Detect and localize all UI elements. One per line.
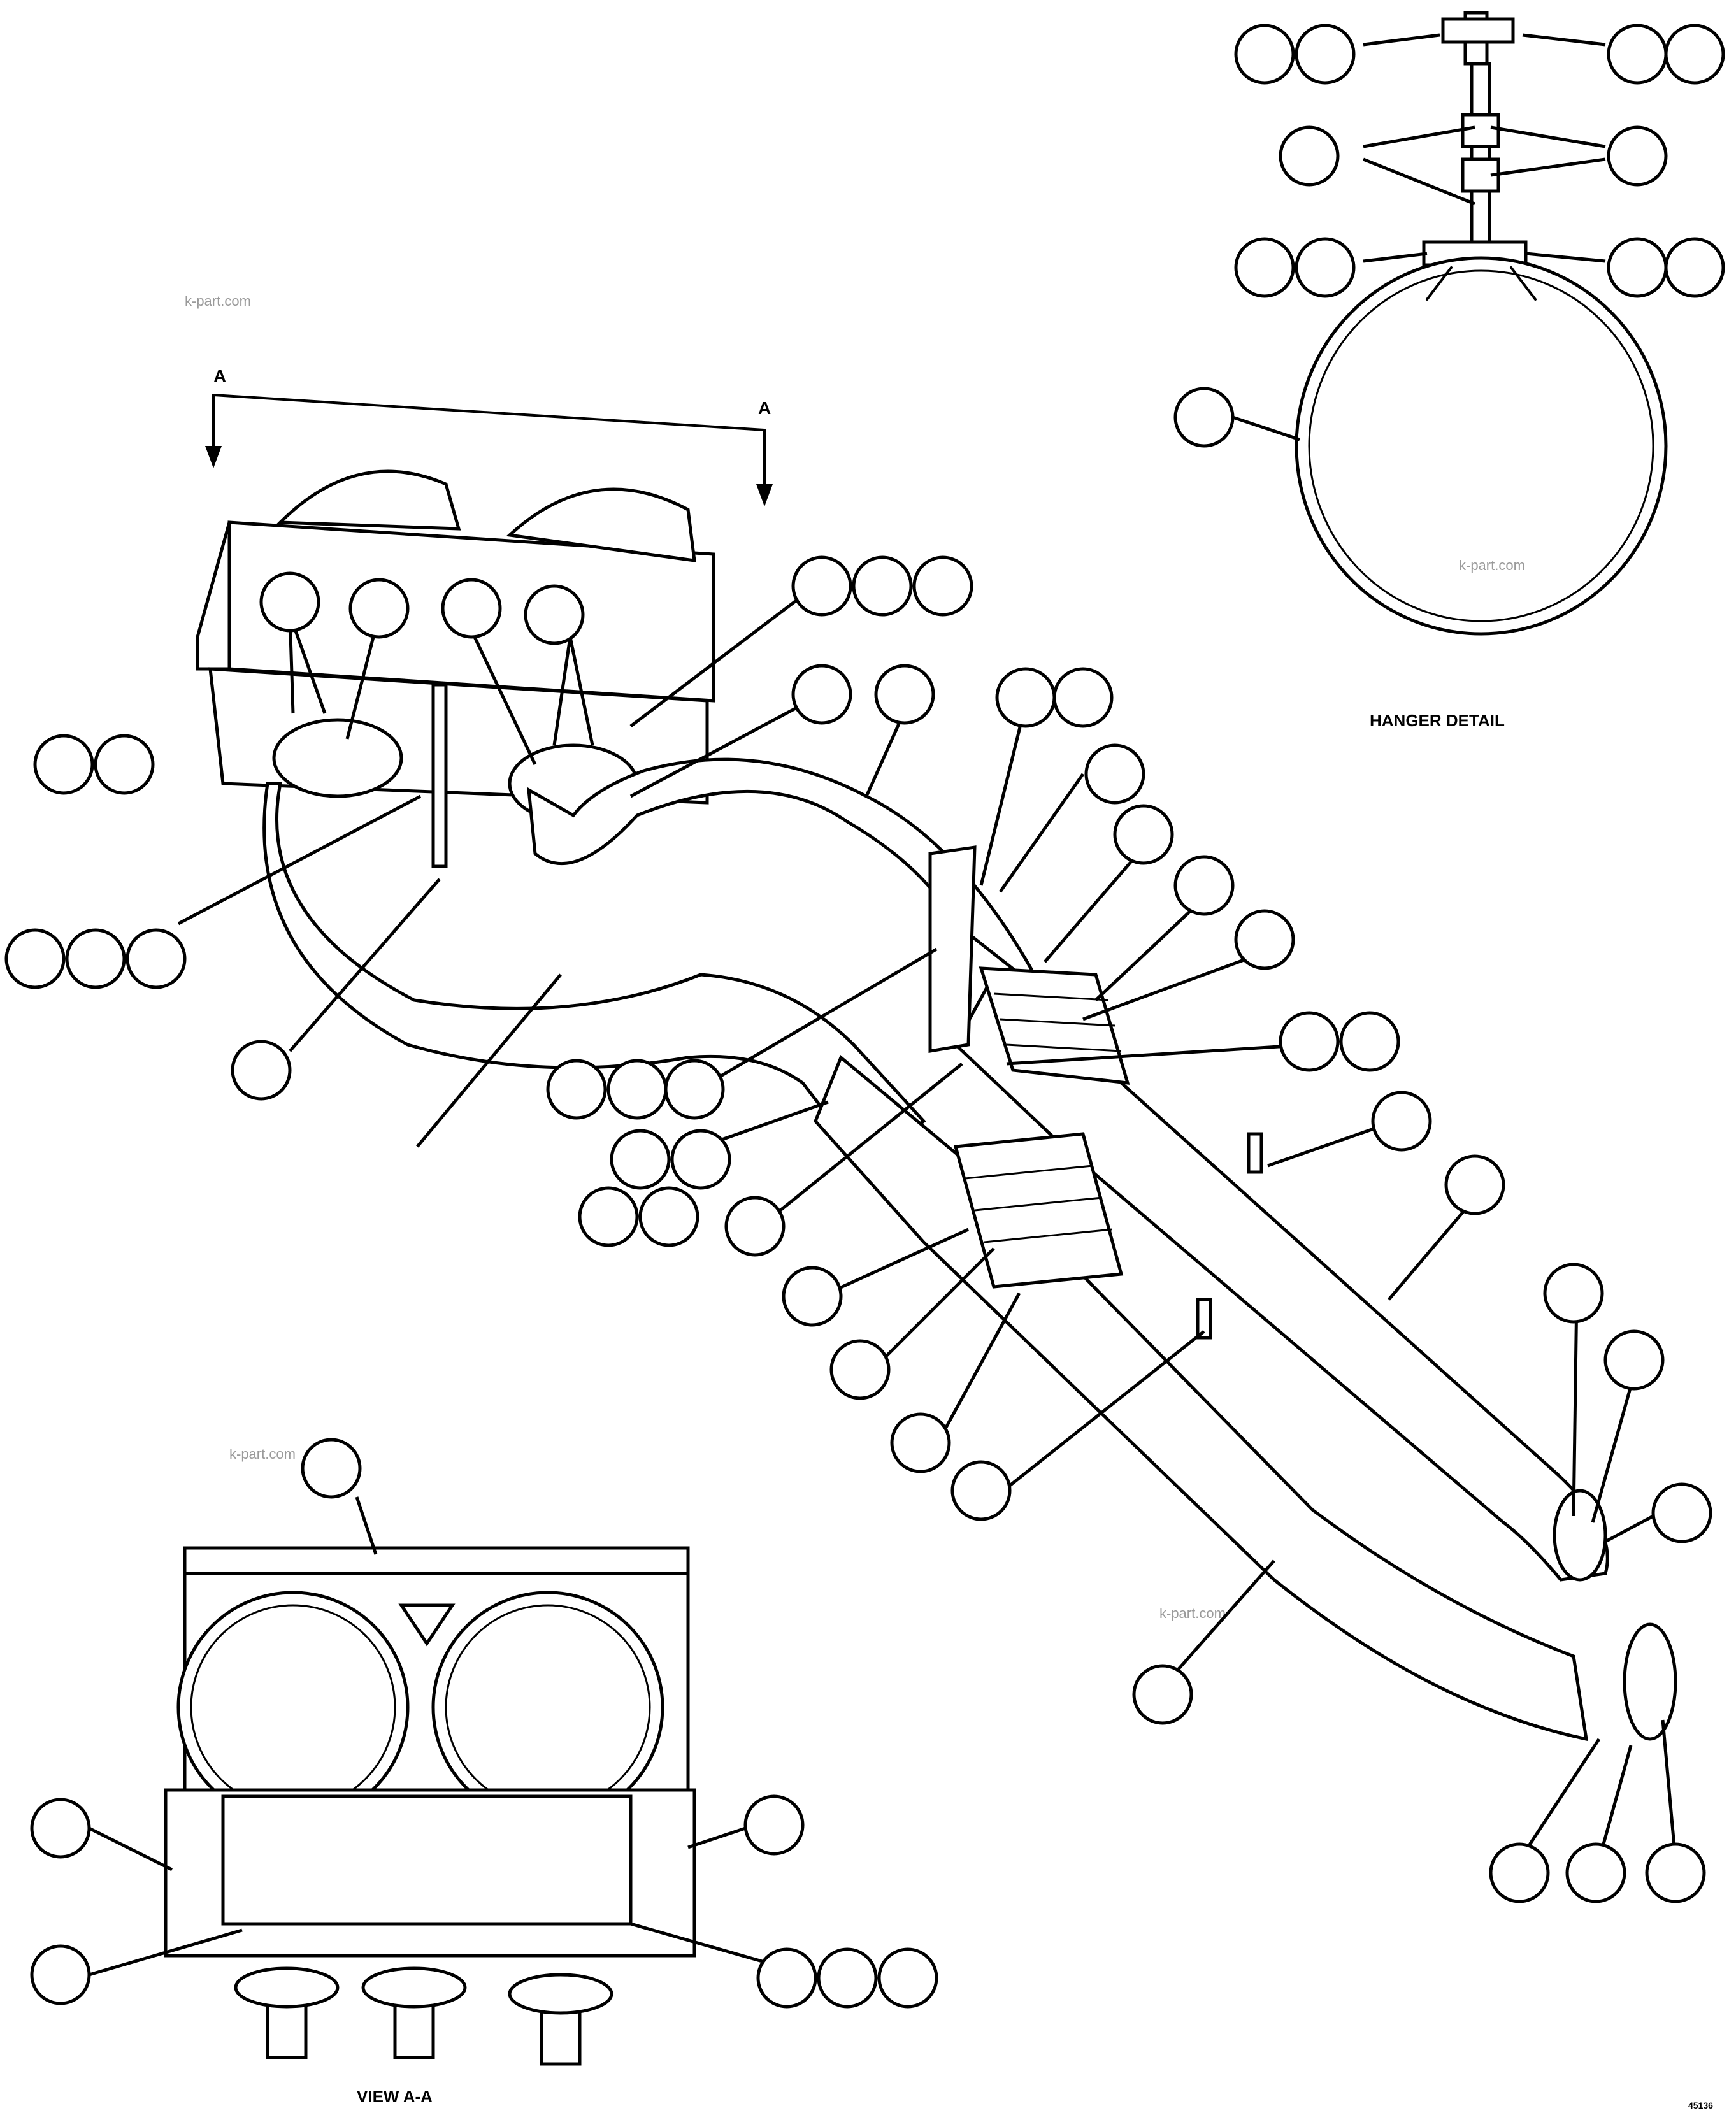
callout-bubble (724, 1196, 786, 1257)
callout-bubble (1565, 1842, 1626, 1903)
callout-bubble (65, 928, 126, 989)
outlet-fitting-lower (1623, 1622, 1677, 1741)
callout-bubble (1607, 24, 1668, 85)
drawing-number: 45136 (1688, 2100, 1713, 2110)
watermark: k-part.com (185, 293, 251, 309)
flex-bellows-upper (979, 966, 1130, 1085)
callout-bubble (259, 571, 320, 633)
callout-bubble (995, 667, 1056, 728)
callout-bubble (791, 555, 852, 617)
hanger-top-bolt (1441, 17, 1515, 44)
callout-bubble (670, 1129, 731, 1190)
view-aa-shield (221, 1794, 633, 1926)
view-aa: k-part.com VIEW A-A (88, 1446, 765, 2106)
section-marker-left: A (213, 366, 226, 386)
callout-bubble (441, 578, 502, 639)
callout-bubble (30, 1798, 91, 1859)
callout-bubble (852, 555, 913, 617)
callout-bubble (1295, 237, 1356, 298)
callout-bubble (33, 734, 94, 795)
callout-bubble (890, 1412, 951, 1473)
callout-bubble (578, 1186, 639, 1247)
hanger-clamp-lower (1196, 1298, 1212, 1340)
callout-bubble (1607, 237, 1668, 298)
callout-bubbles (4, 24, 1725, 2009)
callout-bubble (782, 1266, 843, 1327)
view-aa-label: VIEW A-A (357, 2087, 433, 2106)
view-aa-canister-right (431, 1591, 664, 1824)
callout-bubble (231, 1040, 292, 1101)
callout-bubble (791, 664, 852, 725)
aftertreatment-box-side (196, 522, 231, 671)
section-marker: A A (205, 366, 773, 506)
callout-bubble (664, 1059, 725, 1120)
callout-bubble (1173, 387, 1235, 448)
callout-bubble (638, 1186, 699, 1247)
callout-bubble (1113, 804, 1174, 865)
view-aa-canister-left (176, 1591, 410, 1824)
callout-bubble (1664, 237, 1725, 298)
callout-bubble (1607, 125, 1668, 187)
callout-bubble (1234, 24, 1295, 85)
callout-bubble (1339, 1011, 1400, 1072)
callout-bubble (1084, 743, 1145, 805)
callout-bubble (829, 1339, 891, 1400)
hanger-clamp-upper (1247, 1132, 1263, 1174)
callout-bubble (1234, 909, 1295, 970)
callout-bubble (30, 1944, 91, 2005)
callout-bubble (874, 664, 935, 725)
callout-bubble (4, 928, 66, 989)
callout-bubble (94, 734, 155, 795)
section-marker-right: A (758, 398, 771, 418)
support-rod (431, 683, 448, 868)
callout-bubble (950, 1460, 1012, 1521)
callout-bubble (1279, 1011, 1340, 1072)
canister-left-top (276, 469, 461, 531)
callout-bubble (1295, 24, 1356, 85)
callout-bubble (546, 1059, 607, 1120)
hanger-strap (1295, 256, 1668, 636)
watermark: k-part.com (1159, 1605, 1226, 1621)
callout-bubble (1173, 855, 1235, 916)
callout-bubble (1651, 1482, 1712, 1543)
callout-bubble (524, 584, 585, 645)
callout-bubble (817, 1947, 878, 2009)
callout-bubble (1489, 1842, 1550, 1903)
callout-bubble (756, 1947, 817, 2009)
callout-bubble (1664, 24, 1725, 85)
canister-right-top (506, 487, 696, 562)
callout-bubble (743, 1794, 805, 1856)
callout-bubble (1052, 667, 1114, 728)
hanger-detail: k-part.com HANGER DETAIL (1223, 11, 1668, 730)
callout-bubble (877, 1947, 938, 2009)
callout-bubble (348, 578, 410, 639)
callout-bubble (126, 928, 187, 989)
callout-bubble (1132, 1664, 1193, 1725)
callout-bubble (610, 1129, 671, 1190)
callout-bubble (1543, 1263, 1604, 1324)
callout-bubble (1645, 1842, 1706, 1903)
watermark: k-part.com (1459, 557, 1525, 573)
mounting-bracket (928, 845, 977, 1053)
callout-bubble (1371, 1091, 1432, 1152)
hanger-detail-label: HANGER DETAIL (1370, 711, 1505, 730)
flex-bellows-lower (953, 1132, 1124, 1289)
callout-bubble (912, 555, 973, 617)
view-aa-lifting-eye (398, 1603, 456, 1647)
callout-bubble (606, 1059, 668, 1120)
callout-bubble (1234, 237, 1295, 298)
callout-bubble (1279, 125, 1340, 187)
watermark: k-part.com (229, 1446, 296, 1462)
callout-bubble (1444, 1154, 1505, 1215)
callout-bubble (1603, 1329, 1665, 1391)
outlet-left (272, 718, 403, 798)
outlet-fitting-upper (1553, 1489, 1607, 1582)
callout-bubble (301, 1438, 362, 1499)
hanger-coupling (1461, 113, 1500, 148)
